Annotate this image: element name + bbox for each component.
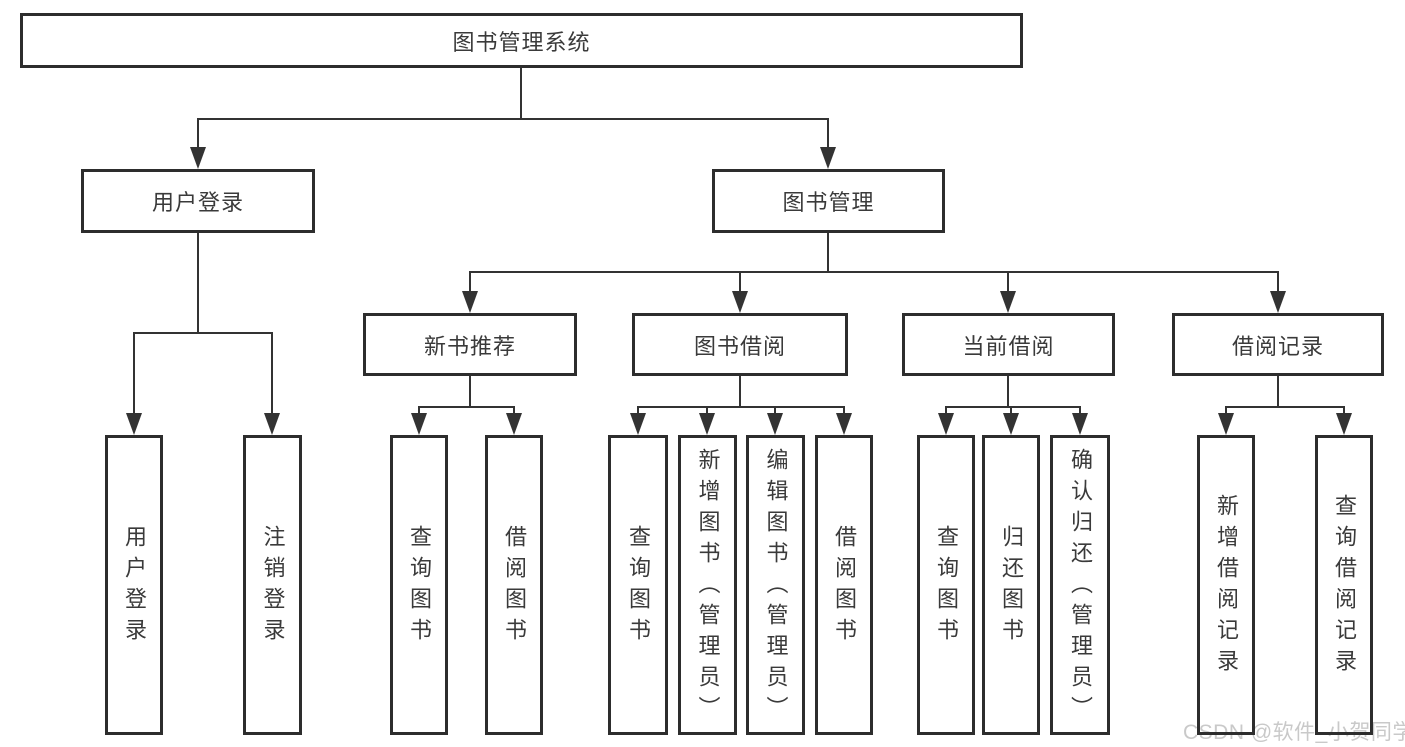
arrowhead [630, 413, 646, 435]
connector [418, 406, 420, 415]
leaf-edit-books-admin: 编辑图书（管理员） [746, 435, 805, 735]
arrowhead [1003, 413, 1019, 435]
connector [1007, 376, 1009, 407]
connector [774, 406, 776, 415]
arrowhead [190, 147, 206, 169]
leaf-query-borrow-record: 查询借阅记录 [1315, 435, 1373, 735]
arrowhead [1072, 413, 1088, 435]
arrowhead [264, 413, 280, 435]
node-borrow-records: 借阅记录 [1172, 313, 1384, 376]
connector [520, 68, 522, 119]
arrowhead [1000, 291, 1016, 313]
arrowhead [732, 291, 748, 313]
node-new-book-recommend: 新书推荐 [363, 313, 577, 376]
connector [1277, 376, 1279, 407]
arrowhead [1218, 413, 1234, 435]
arrowhead [126, 413, 142, 435]
leaf-return-books: 归还图书 [982, 435, 1040, 735]
leaf-confirm-return-admin: 确认归还（管理员） [1050, 435, 1110, 735]
connector [1010, 406, 1012, 415]
connector [843, 406, 845, 415]
connector [197, 119, 199, 149]
connector [945, 406, 947, 415]
leaf-add-borrow-record: 新增借阅记录 [1197, 435, 1255, 735]
connector [739, 376, 741, 407]
connector [197, 232, 199, 333]
arrowhead [836, 413, 852, 435]
connector [469, 376, 471, 407]
connector [739, 272, 741, 293]
arrowhead [767, 413, 783, 435]
connector [1079, 406, 1081, 415]
csdn-watermark: CSDN @软件_小贺同学 [1183, 721, 1405, 744]
arrowhead [938, 413, 954, 435]
connector [271, 333, 273, 415]
arrowhead [462, 291, 478, 313]
connector [513, 406, 515, 415]
connector [945, 406, 1081, 408]
connector [133, 333, 135, 415]
connector [469, 271, 1279, 273]
leaf-add-books-admin: 新增图书（管理员） [678, 435, 737, 735]
connector [197, 118, 829, 120]
arrowhead [1336, 413, 1352, 435]
leaf-borrow-books-borrow: 借阅图书 [815, 435, 873, 735]
node-book-borrow: 图书借阅 [632, 313, 848, 376]
connector [469, 272, 471, 293]
connector [1225, 406, 1345, 408]
connector [827, 232, 829, 272]
arrowhead [506, 413, 522, 435]
arrowhead [1270, 291, 1286, 313]
node-book-management: 图书管理 [712, 169, 945, 233]
node-user-login: 用户登录 [81, 169, 315, 233]
connector [637, 406, 845, 408]
connector [1343, 406, 1345, 415]
leaf-logout: 注销登录 [243, 435, 302, 735]
connector [1277, 272, 1279, 293]
connector [1225, 406, 1227, 415]
leaf-query-books-current: 查询图书 [917, 435, 975, 735]
arrowhead [411, 413, 427, 435]
leaf-borrow-books-recommend: 借阅图书 [485, 435, 543, 735]
connector [637, 406, 639, 415]
arrowhead [820, 147, 836, 169]
node-current-borrow: 当前借阅 [902, 313, 1115, 376]
connector [418, 406, 515, 408]
arrowhead [699, 413, 715, 435]
leaf-query-books-recommend: 查询图书 [390, 435, 448, 735]
leaf-query-books-borrow: 查询图书 [608, 435, 668, 735]
connector [706, 406, 708, 415]
connector [827, 119, 829, 149]
node-library-management-system: 图书管理系统 [20, 13, 1023, 68]
leaf-user-login: 用户登录 [105, 435, 163, 735]
connector [1007, 272, 1009, 293]
connector [133, 332, 273, 334]
